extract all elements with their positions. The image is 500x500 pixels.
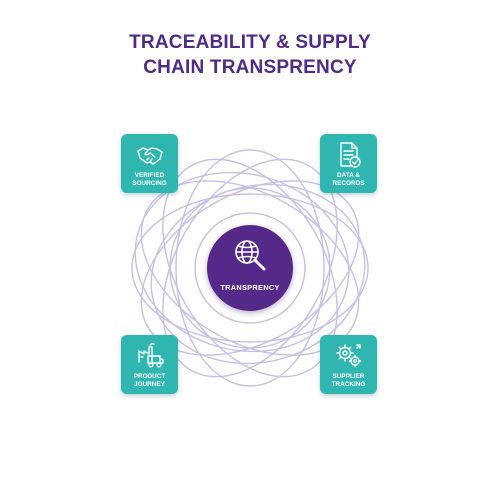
- orbit-ring: [140, 180, 360, 356]
- card-verified-sourcing: VERIFIED SOURCING: [121, 134, 178, 193]
- card-label: SUPPLIER TRACKING: [331, 373, 366, 388]
- orbit-ring: [169, 187, 331, 349]
- document-check-icon: [340, 142, 361, 168]
- globe-magnifier-icon: [235, 240, 266, 271]
- factory-truck-icon: [138, 342, 164, 368]
- orbit-ring: [140, 180, 360, 356]
- orbit-ring: [162, 158, 338, 378]
- handshake-icon: [137, 147, 163, 165]
- orbit-ring: [162, 158, 338, 378]
- card-product-journey: PRODUCT JOURNEY: [121, 335, 178, 394]
- card-label: VERIFIED SOURCING: [132, 172, 167, 187]
- title-line-1: TRACEABILITY & SUPPLY: [129, 32, 371, 53]
- orbit-ring: [175, 149, 325, 387]
- orbit-ring: [131, 193, 369, 343]
- gears-icon: [336, 344, 362, 368]
- card-label: DATA & RECORDS: [332, 172, 365, 187]
- central-hub: TRANSPRENCY: [207, 225, 293, 311]
- title-line-2: CHAIN TRANSPRENCY: [143, 57, 357, 78]
- card-supplier-tracking: SUPPLIER TRACKING: [320, 335, 377, 394]
- diagram-title: TRACEABILITY & SUPPLY CHAIN TRANSPRENCY: [0, 30, 500, 80]
- hub-label: TRANSPRENCY: [220, 283, 280, 292]
- card-data-records: DATA & RECORDS: [320, 134, 377, 193]
- orbit-ring: [134, 171, 350, 353]
- orbit-ring: [194, 212, 306, 324]
- card-label: PRODUCT JOURNEY: [133, 373, 166, 388]
